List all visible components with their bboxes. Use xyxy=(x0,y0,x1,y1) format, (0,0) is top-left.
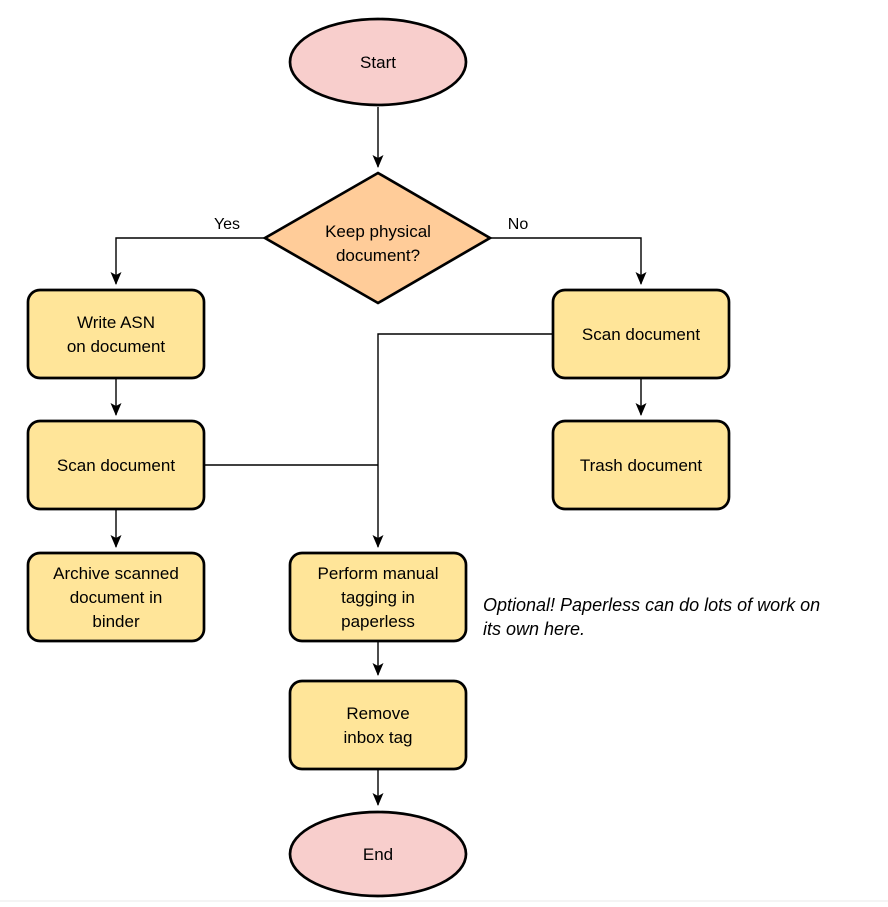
archive-process-shape xyxy=(26,551,206,643)
start-terminal-shape xyxy=(288,17,468,107)
scan-left-label: Scan document xyxy=(57,456,175,475)
remove-tag-label-line1: Remove xyxy=(346,704,409,723)
write-asn-label-line1: Write ASN xyxy=(77,313,155,332)
edge-scanright-to-tagging xyxy=(372,333,553,548)
tagging-label-line2: tagging in xyxy=(341,588,415,607)
remove-tag-label-line2: inbox tag xyxy=(344,728,413,747)
scan-document-right-node: Scan document xyxy=(551,288,731,380)
scan-right-process-shape xyxy=(551,288,731,380)
scan-document-left-node: Scan document xyxy=(26,419,206,511)
edge-no-branch xyxy=(490,237,647,285)
optional-annotation: Optional! Paperless can do lots of work … xyxy=(483,595,820,639)
yes-edge-label: Yes xyxy=(214,216,240,233)
scan-left-process-shape xyxy=(26,419,206,511)
write-asn-node: Write ASN on document xyxy=(26,288,206,380)
scan-right-label: Scan document xyxy=(582,325,700,344)
trash-node: Trash document xyxy=(551,419,731,511)
edges: Yes No xyxy=(110,107,647,806)
no-edge-label: No xyxy=(508,216,529,233)
edge-yes-branch xyxy=(110,237,265,285)
tagging-label-line1: Perform manual xyxy=(318,564,439,583)
annotation-line2: its own here. xyxy=(483,619,585,639)
annotation-line1: Optional! Paperless can do lots of work … xyxy=(483,595,820,615)
write-asn-label-line2: on document xyxy=(67,337,166,356)
remove-inbox-tag-node: Remove inbox tag xyxy=(288,679,468,771)
tagging-label-line3: paperless xyxy=(341,612,415,631)
end-node: End xyxy=(288,810,468,898)
remove-tag-process-shape xyxy=(288,679,468,771)
trash-label: Trash document xyxy=(580,456,702,475)
archive-node: Archive scanned document in binder xyxy=(26,551,206,643)
tagging-node: Perform manual tagging in paperless xyxy=(288,551,468,643)
end-terminal-shape xyxy=(288,810,468,898)
start-node-label: Start xyxy=(360,53,396,72)
decision-node-label-line1: Keep physical xyxy=(325,222,431,241)
archive-label-line3: binder xyxy=(92,612,140,631)
decision-node-label-line2: document? xyxy=(336,246,420,265)
write-asn-process-shape xyxy=(26,288,206,380)
end-node-label: End xyxy=(363,845,393,864)
decision-diamond-shape xyxy=(262,171,493,305)
archive-label-line1: Archive scanned xyxy=(53,564,179,583)
archive-label-line2: document in xyxy=(70,588,163,607)
start-node: Start xyxy=(288,17,468,107)
trash-process-shape xyxy=(551,419,731,511)
tagging-process-shape xyxy=(288,551,468,643)
decision-node: Keep physical document? xyxy=(262,171,493,305)
